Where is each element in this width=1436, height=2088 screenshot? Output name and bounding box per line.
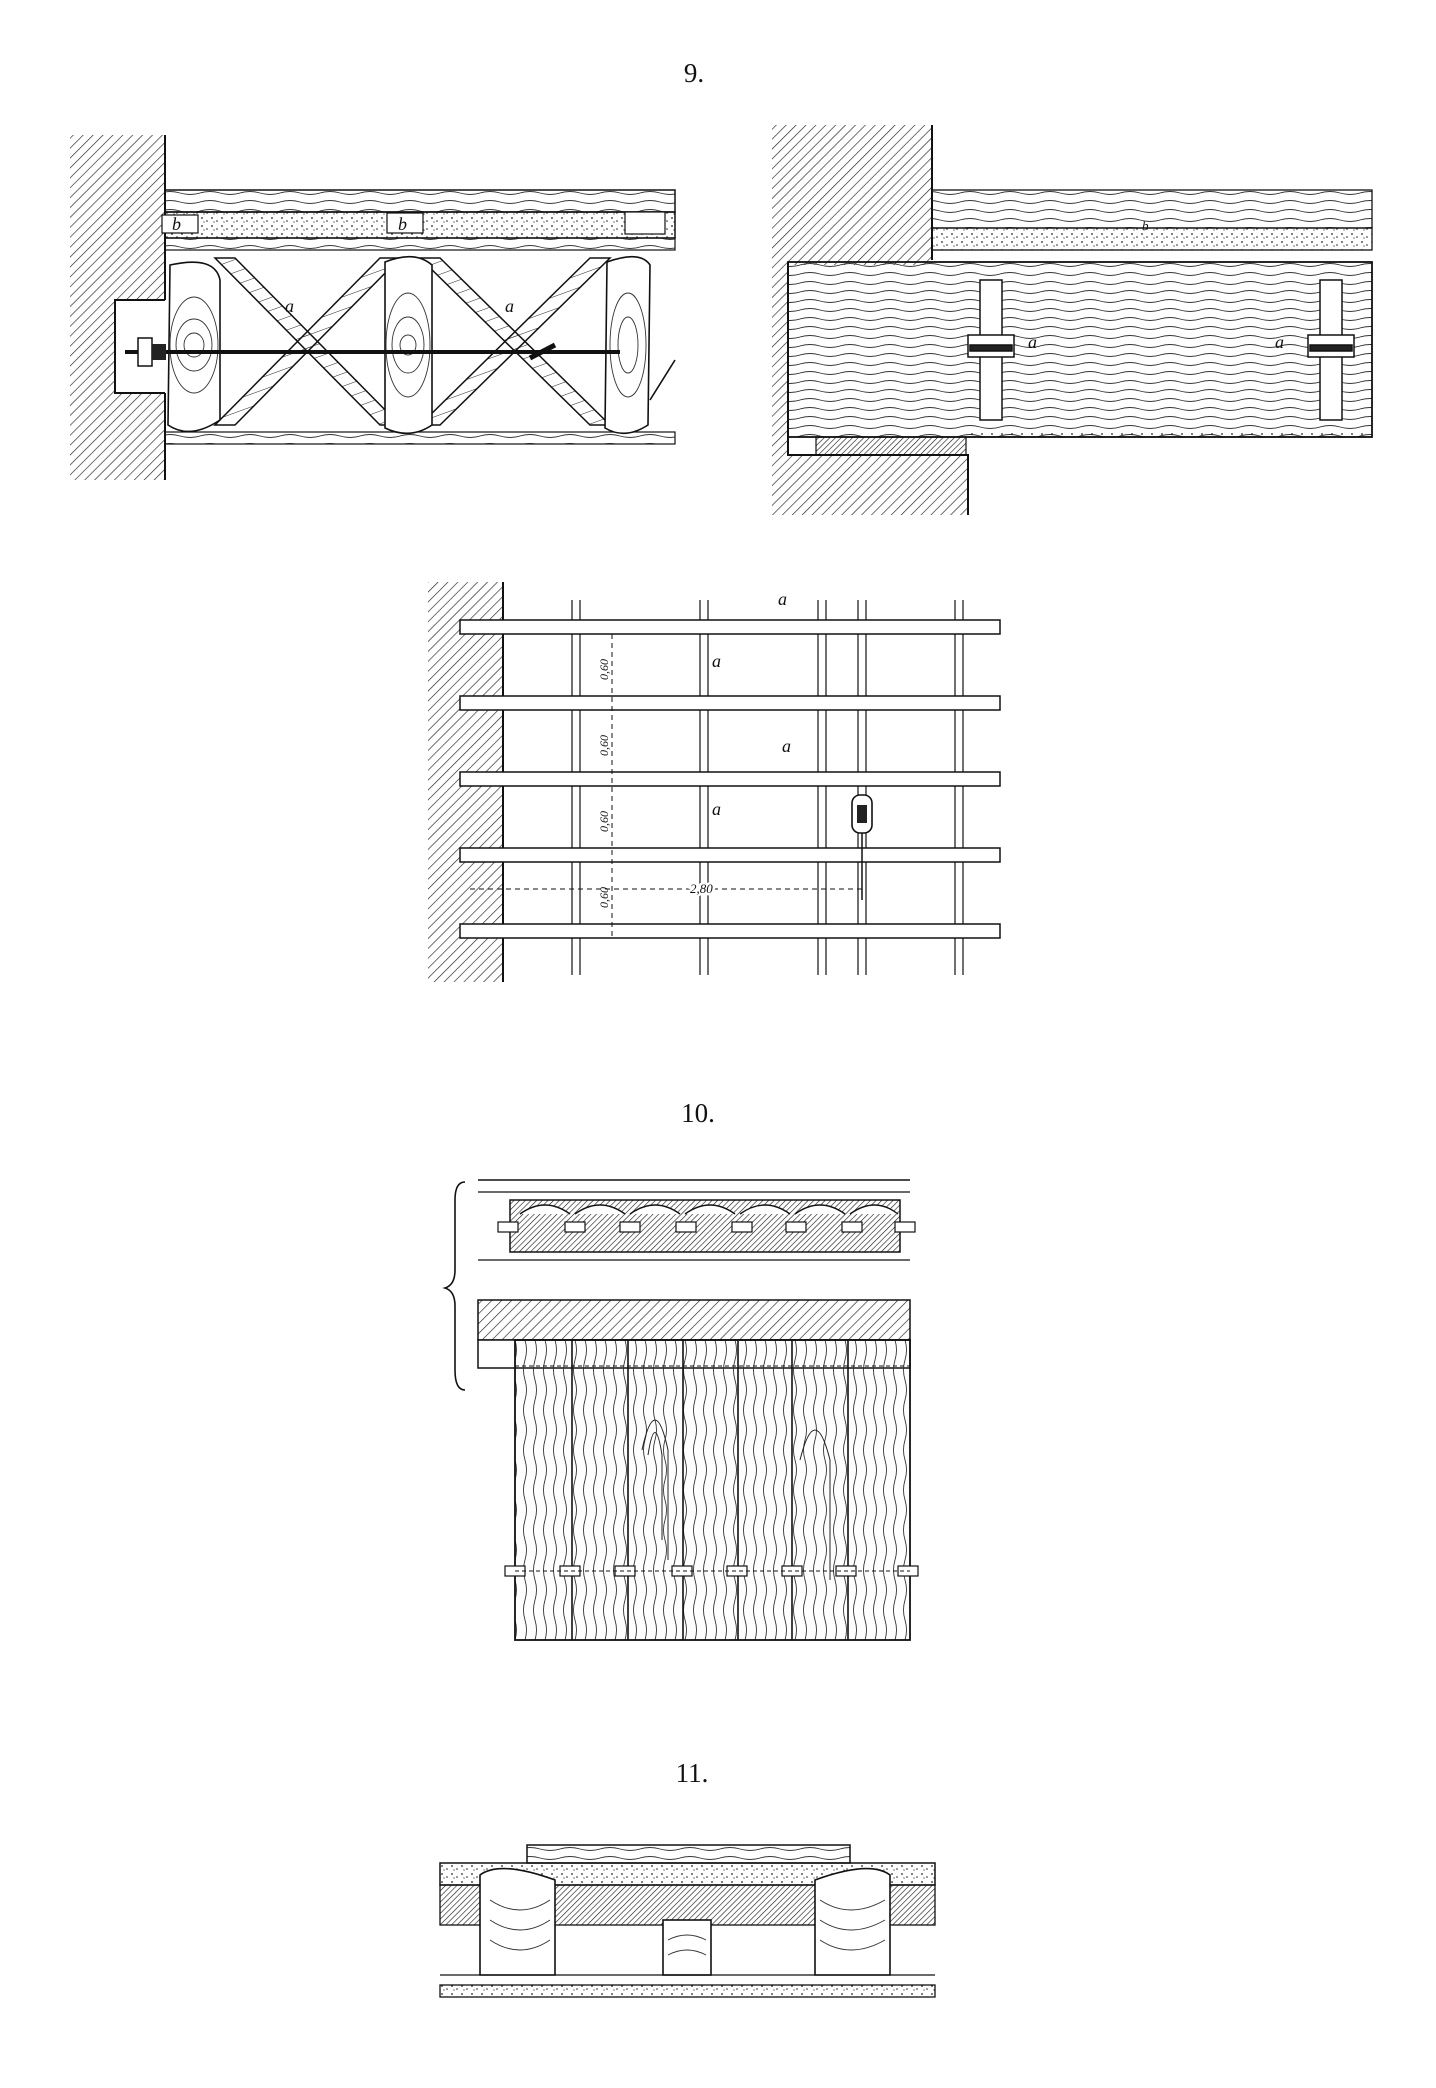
fig9-right-fasteners [967,279,1355,421]
fig9-plan-label-a2: a [712,651,721,671]
fig9-right-wall [772,125,969,515]
fig11-section [439,1844,936,1998]
fig9-left-label-a2: a [505,296,514,316]
fig9-right-label-a1: a [1028,332,1037,352]
fig9-plan-dimension-lines [470,634,862,938]
fig9-left-label-a1: a [285,296,294,316]
fig9-plan-cross-beams [571,600,964,975]
fig10-brace [442,1181,466,1391]
fig9-plan-label-a1: a [778,589,787,609]
fig9-plan-dimension-2: 0,60 [597,735,611,756]
fig9-right-floor: b [931,189,1373,251]
fig9-plan-dimension-span: 2,80 [690,881,713,896]
fig9-left-label-b1: b [172,214,181,234]
fig9-left-floor: b b [161,189,676,445]
fig9-plan-turnbuckle [851,794,873,900]
fig10-plan-view [477,1299,919,1641]
fig9-right-label-a2: a [1275,332,1284,352]
figure-11-number: 11. [675,1758,709,1788]
fig9-plan-joists [459,619,1001,939]
fig9-plan-dimension-3: 0,60 [597,811,611,832]
fig9-left-wall [70,135,166,480]
fig9-right-label-b: b [1142,218,1149,233]
fig9-left-label-b2: b [398,214,407,234]
fig9-right-joist [787,261,1373,456]
fig9-plan-label-a4: a [712,799,721,819]
figure-9-number: 9. [683,58,705,88]
fig9-plan-dimension-1: 0,60 [597,659,611,680]
fig9-left-tie-rod [125,337,620,367]
fig9-plan-dimension-4: 0,60 [597,887,611,908]
fig9-plan-label-a3: a [782,736,791,756]
fig9-left-joists [167,255,676,435]
fig9-left-cross-braces [213,257,612,426]
figure-10-number: 10. [681,1098,715,1128]
fig10-section-view [478,1179,916,1261]
